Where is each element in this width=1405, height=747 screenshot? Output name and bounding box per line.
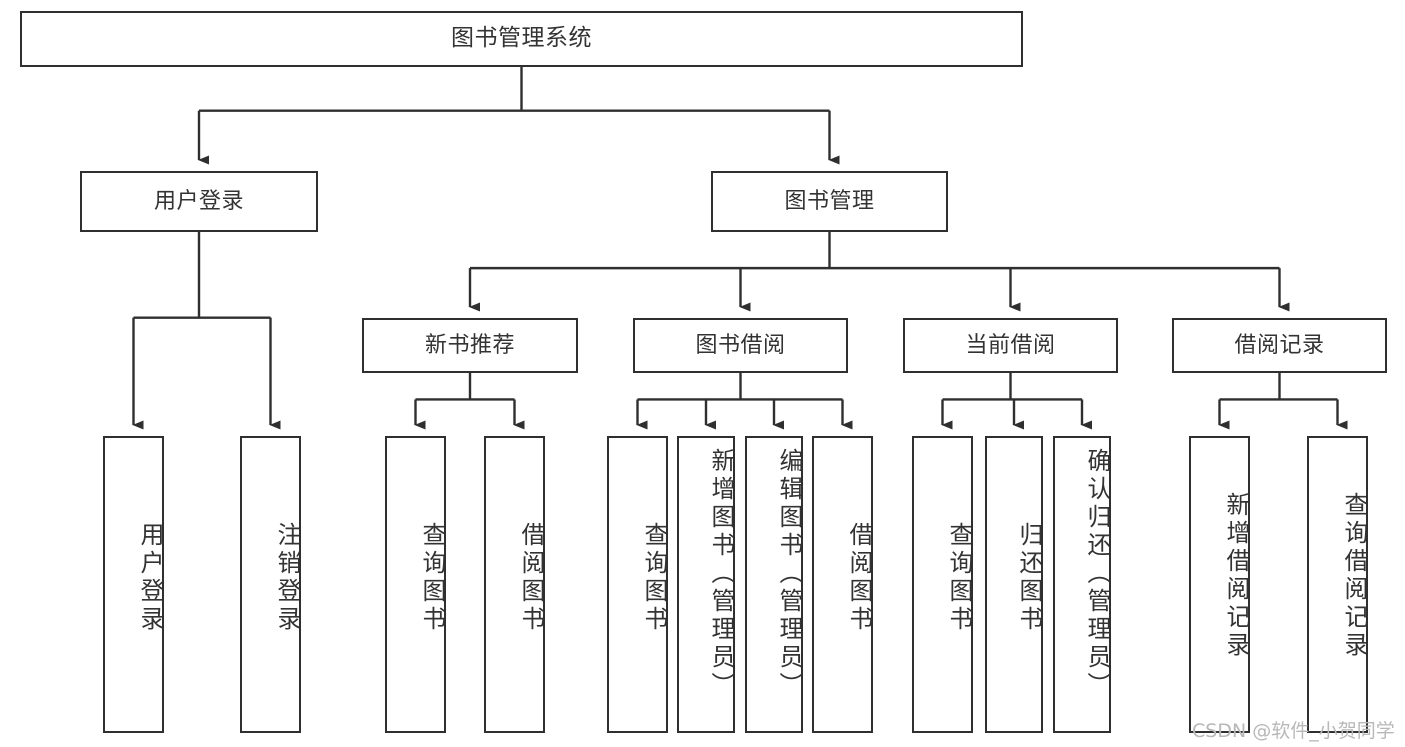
node-label: 借阅图书 — [517, 522, 545, 634]
node-label: 查询图书 — [418, 522, 446, 634]
node-label: 借阅记录 — [1234, 332, 1325, 358]
node-label: 当前借阅 — [965, 332, 1056, 358]
node-leaf-query-book-2[interactable]: 查询图书 — [607, 436, 668, 733]
node-label: 借阅图书 — [845, 522, 873, 634]
node-leaf-query-borrow-record[interactable]: 查询借阅记录 — [1307, 436, 1368, 733]
node-leaf-query-book-3[interactable]: 查询图书 — [912, 436, 973, 733]
node-leaf-borrow-book-2[interactable]: 借阅图书 — [812, 436, 873, 733]
node-label: 查询图书 — [945, 522, 973, 634]
node-leaf-add-borrow-record[interactable]: 新增借阅记录 — [1189, 436, 1250, 733]
node-user-login[interactable]: 用户登录 — [80, 171, 318, 232]
node-label: 用户登录 — [136, 522, 164, 634]
node-borrow-record[interactable]: 借阅记录 — [1172, 318, 1387, 373]
node-leaf-edit-book-admin[interactable]: 编辑图书（管理员） — [745, 436, 803, 733]
edge-paths — [132, 67, 1348, 430]
node-label: 图书借阅 — [695, 332, 786, 358]
node-leaf-confirm-return-admin[interactable]: 确认归还（管理员） — [1053, 436, 1111, 733]
node-label: 图书管理系统 — [451, 25, 592, 52]
node-label: 查询图书 — [640, 522, 668, 634]
node-leaf-borrow-book-1[interactable]: 借阅图书 — [484, 436, 545, 733]
node-leaf-return-book[interactable]: 归还图书 — [985, 436, 1043, 733]
node-book-borrow[interactable]: 图书借阅 — [633, 318, 848, 373]
node-leaf-user-login[interactable]: 用户登录 — [103, 436, 164, 733]
node-label: 新书推荐 — [424, 332, 515, 358]
node-leaf-logout-login[interactable]: 注销登录 — [240, 436, 301, 733]
node-label: 新增图书（管理员） — [707, 448, 735, 700]
node-label: 确认归还（管理员） — [1083, 448, 1111, 700]
node-label: 新增借阅记录 — [1222, 492, 1250, 660]
node-label: 图书管理 — [784, 188, 875, 214]
node-leaf-query-book-1[interactable]: 查询图书 — [385, 436, 446, 733]
node-label: 编辑图书（管理员） — [775, 448, 803, 700]
node-label: 归还图书 — [1015, 522, 1043, 634]
node-label: 注销登录 — [273, 522, 301, 634]
node-current-borrow[interactable]: 当前借阅 — [903, 318, 1118, 373]
node-root[interactable]: 图书管理系统 — [20, 11, 1023, 67]
node-new-book-recommend[interactable]: 新书推荐 — [362, 318, 578, 373]
node-label: 查询借阅记录 — [1340, 492, 1368, 660]
node-book-management[interactable]: 图书管理 — [711, 171, 948, 232]
node-label: 用户登录 — [153, 188, 244, 214]
node-leaf-add-book-admin[interactable]: 新增图书（管理员） — [677, 436, 735, 733]
